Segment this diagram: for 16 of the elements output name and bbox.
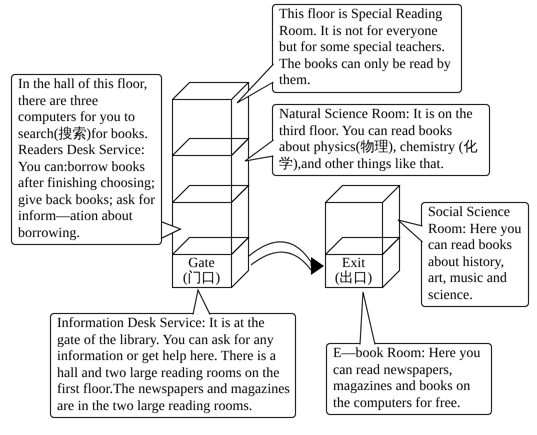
callout-box xyxy=(272,104,490,176)
floor-label: Exit (出口) xyxy=(334,256,374,286)
callout-box xyxy=(421,202,529,307)
callout-heading: Readers Desk Service: xyxy=(18,143,146,160)
callout-text: Information Desk Service: It is at the gate of the library. You can ask for any information or get help here. There is a hall and two large reading rooms on the first floor.The newspapers and magazines are in the two large reading rooms. xyxy=(57,316,290,415)
curved-arrow xyxy=(248,241,324,275)
callout-text: Social Science Room: Here you can read books about history, art, music and science. xyxy=(428,205,522,304)
callout-text: You can:borrow books after finishing choosing; give back books; ask for inform—ation about borrowing. xyxy=(18,160,156,242)
callout-text: E—book Room: Here you can read newspapers, magazines and books on the computers for free. xyxy=(333,346,482,412)
callout-text: This floor is Special Reading Room. It is not for everyone but for some special teachers. The books can only be read by them. xyxy=(279,7,452,90)
callout-text: In the hall of this floor, there are three computers for you to search(搜索)for books. xyxy=(18,77,149,143)
floor-label: Gate (门口) xyxy=(182,256,222,286)
callout-box xyxy=(326,343,492,415)
callout-box xyxy=(11,74,162,245)
callout-box xyxy=(272,4,462,92)
callout-text: Natural Science Room: It is on the third floor. You can read books about physics(物理), chemistry (化学),and other things like that. xyxy=(279,107,478,173)
